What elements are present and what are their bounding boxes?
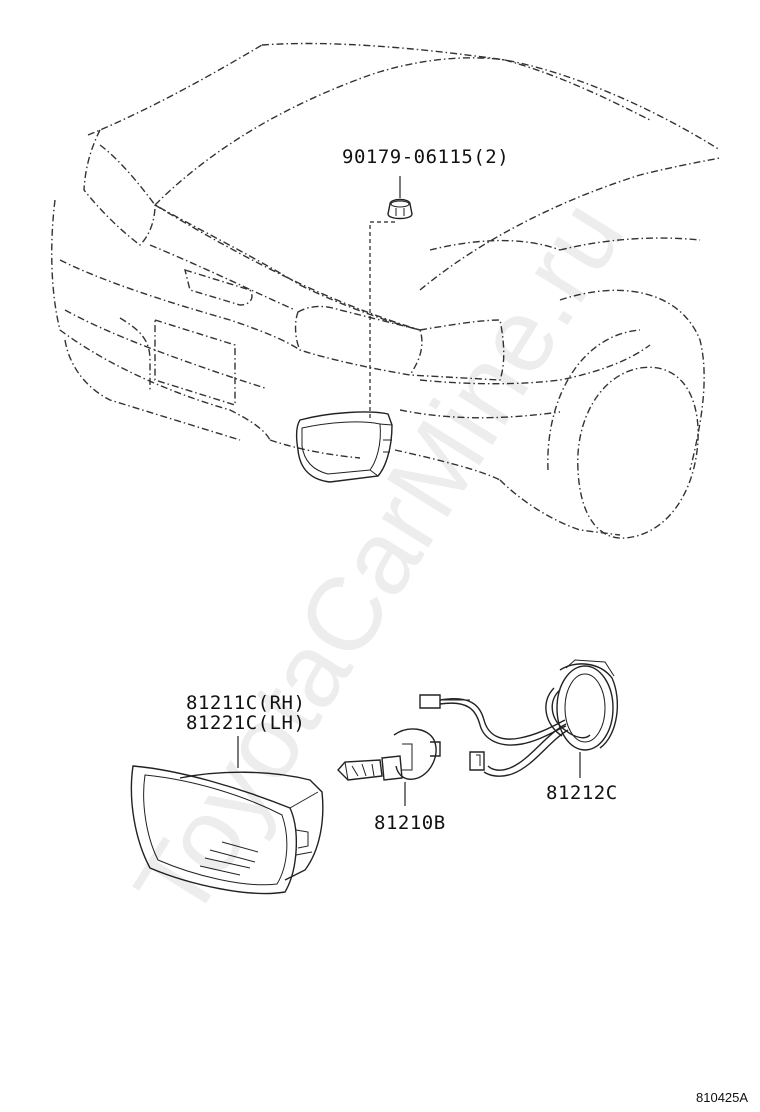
fog-lamp-part <box>130 736 324 895</box>
part-number-fog-lamp-lh: 81221C(LH) <box>186 712 306 734</box>
part-number-bulb: 81210B <box>374 812 446 834</box>
car-body-outline <box>51 42 721 539</box>
part-number-fog-lamp-rh: 81211C(RH) <box>186 692 306 714</box>
diagram-code: 810425A <box>696 1090 749 1105</box>
part-number-bolt: 90179-06115(2) <box>342 146 510 168</box>
installed-fog-lamp <box>295 411 393 483</box>
bolt-part <box>369 176 413 418</box>
bulb-part <box>337 728 441 806</box>
part-number-socket-wire: 81212C <box>546 782 618 804</box>
socket-wire-part <box>419 659 618 778</box>
